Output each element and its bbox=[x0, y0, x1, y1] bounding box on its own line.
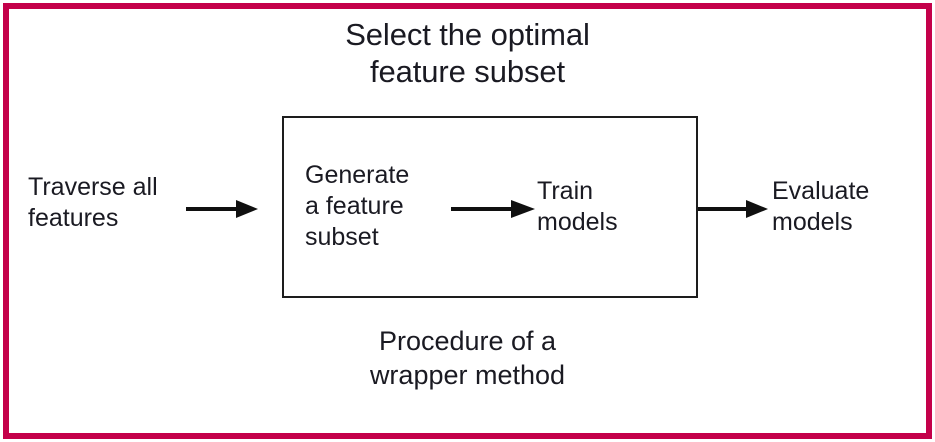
node-generate-a-feature-subset: Generate a feature subset bbox=[305, 161, 410, 251]
node-traverse-all-features: Traverse all features bbox=[28, 173, 158, 232]
arrow-train-to-evaluate-icon bbox=[698, 196, 770, 222]
arrow-traverse-to-generate-icon bbox=[186, 196, 258, 222]
figure-caption: Procedure of a wrapper method bbox=[369, 326, 566, 390]
figure-title: Select the optimal feature subset bbox=[345, 17, 590, 89]
node-train-models: Train models bbox=[537, 177, 618, 236]
arrow-generate-to-train-icon bbox=[451, 196, 535, 222]
node-evaluate-models: Evaluate models bbox=[772, 177, 870, 236]
